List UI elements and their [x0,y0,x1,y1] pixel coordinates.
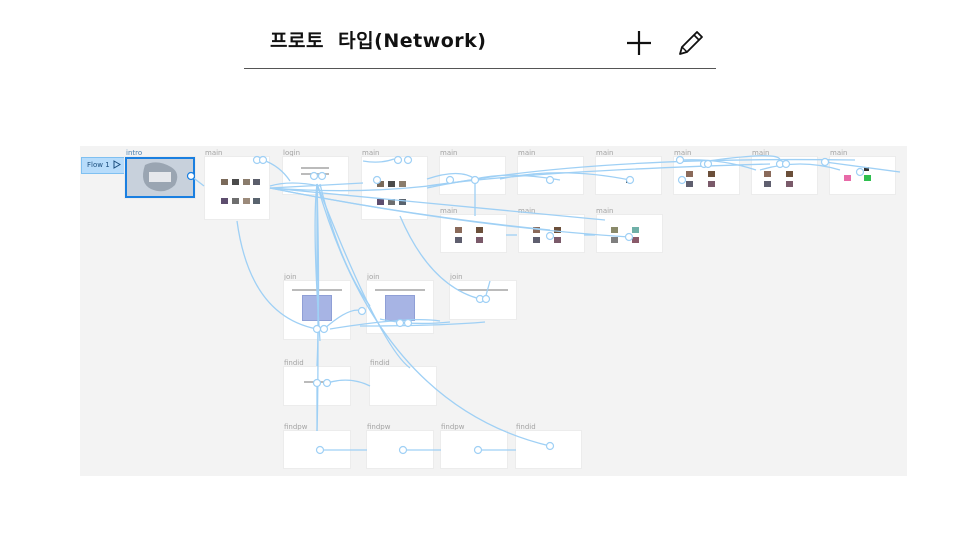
frame-label-findid-3: findid [516,423,536,431]
pencil-icon [679,31,703,55]
thumbnail [632,237,639,243]
thumbnail [476,237,483,243]
frame-label-main-10: main [518,207,536,215]
intro-illustration [143,162,178,192]
frame-main-2[interactable] [362,157,427,219]
frame-label-join-2: join [367,273,380,281]
prototype-connectors [186,155,901,455]
frame-label-main-2: main [362,149,380,157]
thumbnail [221,179,228,185]
page-title: 프로토 타입(Network) [270,30,487,52]
flow-label: Flow 1 [87,161,110,169]
thumbnail [632,227,639,233]
login-field [301,167,329,169]
thumbnail [455,237,462,243]
frame-label-intro: intro [126,149,143,157]
thumbnail [844,175,851,181]
frame-main-10[interactable] [519,215,584,252]
thumbnail [377,181,384,187]
thumbnail [786,171,793,177]
edit-button[interactable] [676,28,706,58]
frame-label-findpw-2: findpw [367,423,391,431]
thumbnail [243,198,250,204]
thumbnail [388,181,395,187]
thumbnail [221,198,228,204]
thumbnail [455,227,462,233]
thumbnail [786,181,793,187]
thumbnail [232,198,239,204]
thumbnail [476,227,483,233]
frame-intro[interactable] [125,157,195,198]
thumbnail [533,237,540,243]
thumbnail [554,237,561,243]
frame-label-findpw-3: findpw [441,423,465,431]
frame-label-findid-1: findid [284,359,304,367]
thumbnail [708,181,715,187]
thumbnail [232,179,239,185]
frame-label-main-1: main [205,149,223,157]
frame-label-main-6: main [674,149,692,157]
thumbnail [864,175,871,181]
thumbnail [611,237,618,243]
frame-label-main-8: main [830,149,848,157]
join-header-line [375,289,425,291]
thumbnail [399,181,406,187]
frame-label-findpw-1: findpw [284,423,308,431]
thumbnail [399,199,406,205]
frame-label-join-1: join [284,273,297,281]
frame-label-login: login [283,149,301,157]
frame-label-join-3: join [450,273,463,281]
thumbnail [388,199,395,205]
thumbnail [708,171,715,177]
thumbnail [764,181,771,187]
frame-label-main-4: main [518,149,536,157]
thumbnail [686,181,693,187]
thumbnail [533,227,540,233]
thumbnail [764,171,771,177]
frame-label-main-5: main [596,149,614,157]
join-header-line [458,289,508,291]
prototype-canvas[interactable]: Flow 1 intro main login main main main m… [80,146,907,476]
frame-label-findid-2: findid [370,359,390,367]
frame-main-1[interactable] [205,157,269,219]
frame-label-main-11: main [596,207,614,215]
thumbnail [554,227,561,233]
frame-label-main-3: main [440,149,458,157]
play-icon[interactable] [113,160,121,169]
thumbnail [611,227,618,233]
frame-label-main-9: main [440,207,458,215]
add-button[interactable] [624,28,654,58]
thumbnail [243,179,250,185]
frame-findid-2[interactable] [370,367,436,405]
thumbnail [686,171,693,177]
frame-label-main-7: main [752,149,770,157]
header-divider [244,68,716,69]
thumbnail [253,198,260,204]
plus-icon [627,31,651,55]
thumbnail [377,199,384,205]
thumbnail [864,167,869,171]
frame-main-8[interactable] [830,157,895,194]
thumbnail [253,179,260,185]
